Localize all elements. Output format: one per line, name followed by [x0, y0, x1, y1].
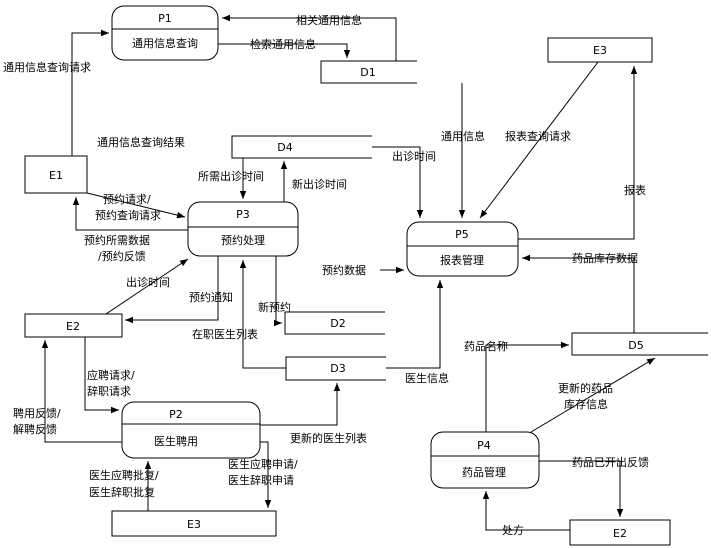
process-p4: P4 药品管理 — [430, 431, 540, 489]
label-apply-doc-2: 医生辞职申请 — [228, 473, 294, 487]
store-d1-label: D1 — [360, 66, 375, 79]
flow-apply — [84, 337, 119, 414]
process-p3-name: 预约处理 — [221, 234, 265, 247]
flow-doctor-info — [386, 280, 444, 369]
entity-e2-left: E2 — [24, 313, 123, 338]
process-p5-id: P5 — [455, 228, 469, 241]
flow-drug-feedback — [539, 460, 624, 517]
label-approve-2: 医生辞职批复 — [89, 485, 155, 499]
label-query-request: 通用信息查询请求 — [3, 60, 91, 74]
flow-updated-drug — [530, 357, 656, 433]
entity-e3-top-label: E3 — [593, 44, 607, 57]
label-needed-time: 所需出诊时间 — [198, 169, 264, 183]
label-hire-fb-2: 解聘反馈 — [13, 422, 57, 436]
label-general-info: 通用信息 — [441, 129, 485, 143]
label-appt-data-1: 预约所需数据 — [84, 233, 150, 247]
flow-report-query — [479, 61, 599, 219]
entity-e2-bottom-label: E2 — [613, 527, 627, 540]
label-visit-time-e2: 出诊时间 — [126, 275, 170, 289]
store-d5-label: D5 — [628, 339, 643, 352]
label-apply-2: 辞职请求 — [87, 384, 131, 398]
process-p2-name: 医生聘用 — [154, 434, 198, 448]
store-d5: D5 — [571, 332, 708, 356]
label-prescription: 处方 — [502, 523, 524, 537]
flow-related-info — [222, 14, 397, 61]
label-query-result: 通用信息查询结果 — [97, 135, 185, 149]
label-doctor-list: 在职医生列表 — [192, 327, 258, 341]
label-apply-doc-1: 医生应聘申请/ — [228, 457, 298, 471]
store-d4: D4 — [231, 135, 372, 159]
label-report: 报表 — [624, 183, 646, 197]
flow-doctor-list — [239, 260, 286, 369]
entity-e3-bottom: E3 — [111, 510, 277, 537]
label-doctor-info: 医生信息 — [405, 371, 449, 385]
store-d3-label: D3 — [330, 362, 345, 375]
label-approve-1: 医生应聘批复/ — [89, 468, 159, 482]
label-related-info: 相关通用信息 — [296, 13, 362, 27]
label-updated-list: 更新的医生列表 — [290, 431, 367, 445]
label-drug-feedback: 药品已开出反馈 — [572, 455, 649, 469]
process-p2-id: P2 — [169, 408, 183, 421]
flow-new-appt — [274, 256, 282, 327]
label-appt-data-2: /预约反馈 — [98, 250, 146, 263]
process-p3-id: P3 — [236, 208, 250, 221]
process-p1-name: 通用信息查询 — [132, 36, 198, 50]
store-d2-label: D2 — [330, 317, 345, 330]
label-new-appt: 新预约 — [258, 300, 291, 314]
label-search-info: 检索通用信息 — [250, 37, 316, 51]
process-p1-id: P1 — [158, 12, 172, 25]
flow-search-info — [218, 43, 351, 58]
flow-apply-doc — [260, 441, 272, 508]
store-d4-label: D4 — [277, 141, 292, 154]
label-new-time: 新出诊时间 — [292, 177, 347, 191]
entity-e3-bottom-label: E3 — [187, 518, 201, 531]
label-appt-data-p5: 预约数据 — [322, 263, 366, 277]
label-appt-request-2: 预约查询请求 — [95, 208, 161, 222]
flow-prescription — [482, 491, 570, 531]
process-p5: P5 报表管理 — [406, 221, 519, 277]
entity-e2-bottom: E2 — [569, 519, 671, 546]
flow-report — [518, 66, 638, 240]
label-visit-time-d4: 出诊时间 — [392, 149, 436, 163]
entity-e1: E1 — [24, 155, 88, 194]
process-p3: P3 预约处理 — [187, 201, 299, 257]
flow-query-request — [71, 29, 109, 156]
label-appt-notice: 预约通知 — [189, 290, 233, 304]
flow-hire-feedback — [41, 340, 122, 443]
flow-labels: 相关通用信息 检索通用信息 通用信息查询请求 通用信息查询结果 通用信息 报表查… — [3, 13, 649, 537]
label-drug-name: 药品名称 — [464, 339, 508, 353]
flow-appt-data — [72, 197, 188, 231]
label-updated-drug-1: 更新的药品 — [558, 381, 613, 395]
flow-visit-time-d4 — [372, 146, 424, 218]
flow-appt-notice — [125, 256, 219, 324]
label-hire-fb-1: 聘用反馈/ — [13, 406, 61, 420]
flow-drug-name — [485, 341, 569, 432]
entity-e2-left-label: E2 — [66, 320, 80, 333]
entity-e3-top: E3 — [547, 37, 653, 63]
label-report-query: 报表查询请求 — [505, 129, 571, 143]
flow-drug-stock — [522, 254, 635, 333]
entity-e1-label: E1 — [49, 169, 63, 182]
label-apply-1: 应聘请求/ — [87, 368, 135, 382]
store-d3: D3 — [285, 356, 386, 381]
store-d2: D2 — [284, 311, 385, 335]
process-p4-id: P4 — [477, 439, 491, 452]
flow-lines — [41, 14, 656, 531]
flow-updated-list — [260, 383, 341, 426]
label-drug-stock: 药品库存数据 — [572, 251, 638, 265]
process-p2: P2 医生聘用 — [121, 401, 261, 459]
process-p5-name: 报表管理 — [440, 253, 484, 267]
label-updated-drug-2: 库存信息 — [564, 397, 608, 411]
process-p4-name: 药品管理 — [462, 465, 506, 479]
flow-appt-request — [86, 192, 186, 219]
store-d1: D1 — [320, 60, 417, 84]
flow-visit-time-e2 — [105, 258, 189, 315]
process-p1: P1 通用信息查询 — [111, 5, 219, 61]
label-appt-request-1: 预约请求/ — [103, 193, 151, 206]
